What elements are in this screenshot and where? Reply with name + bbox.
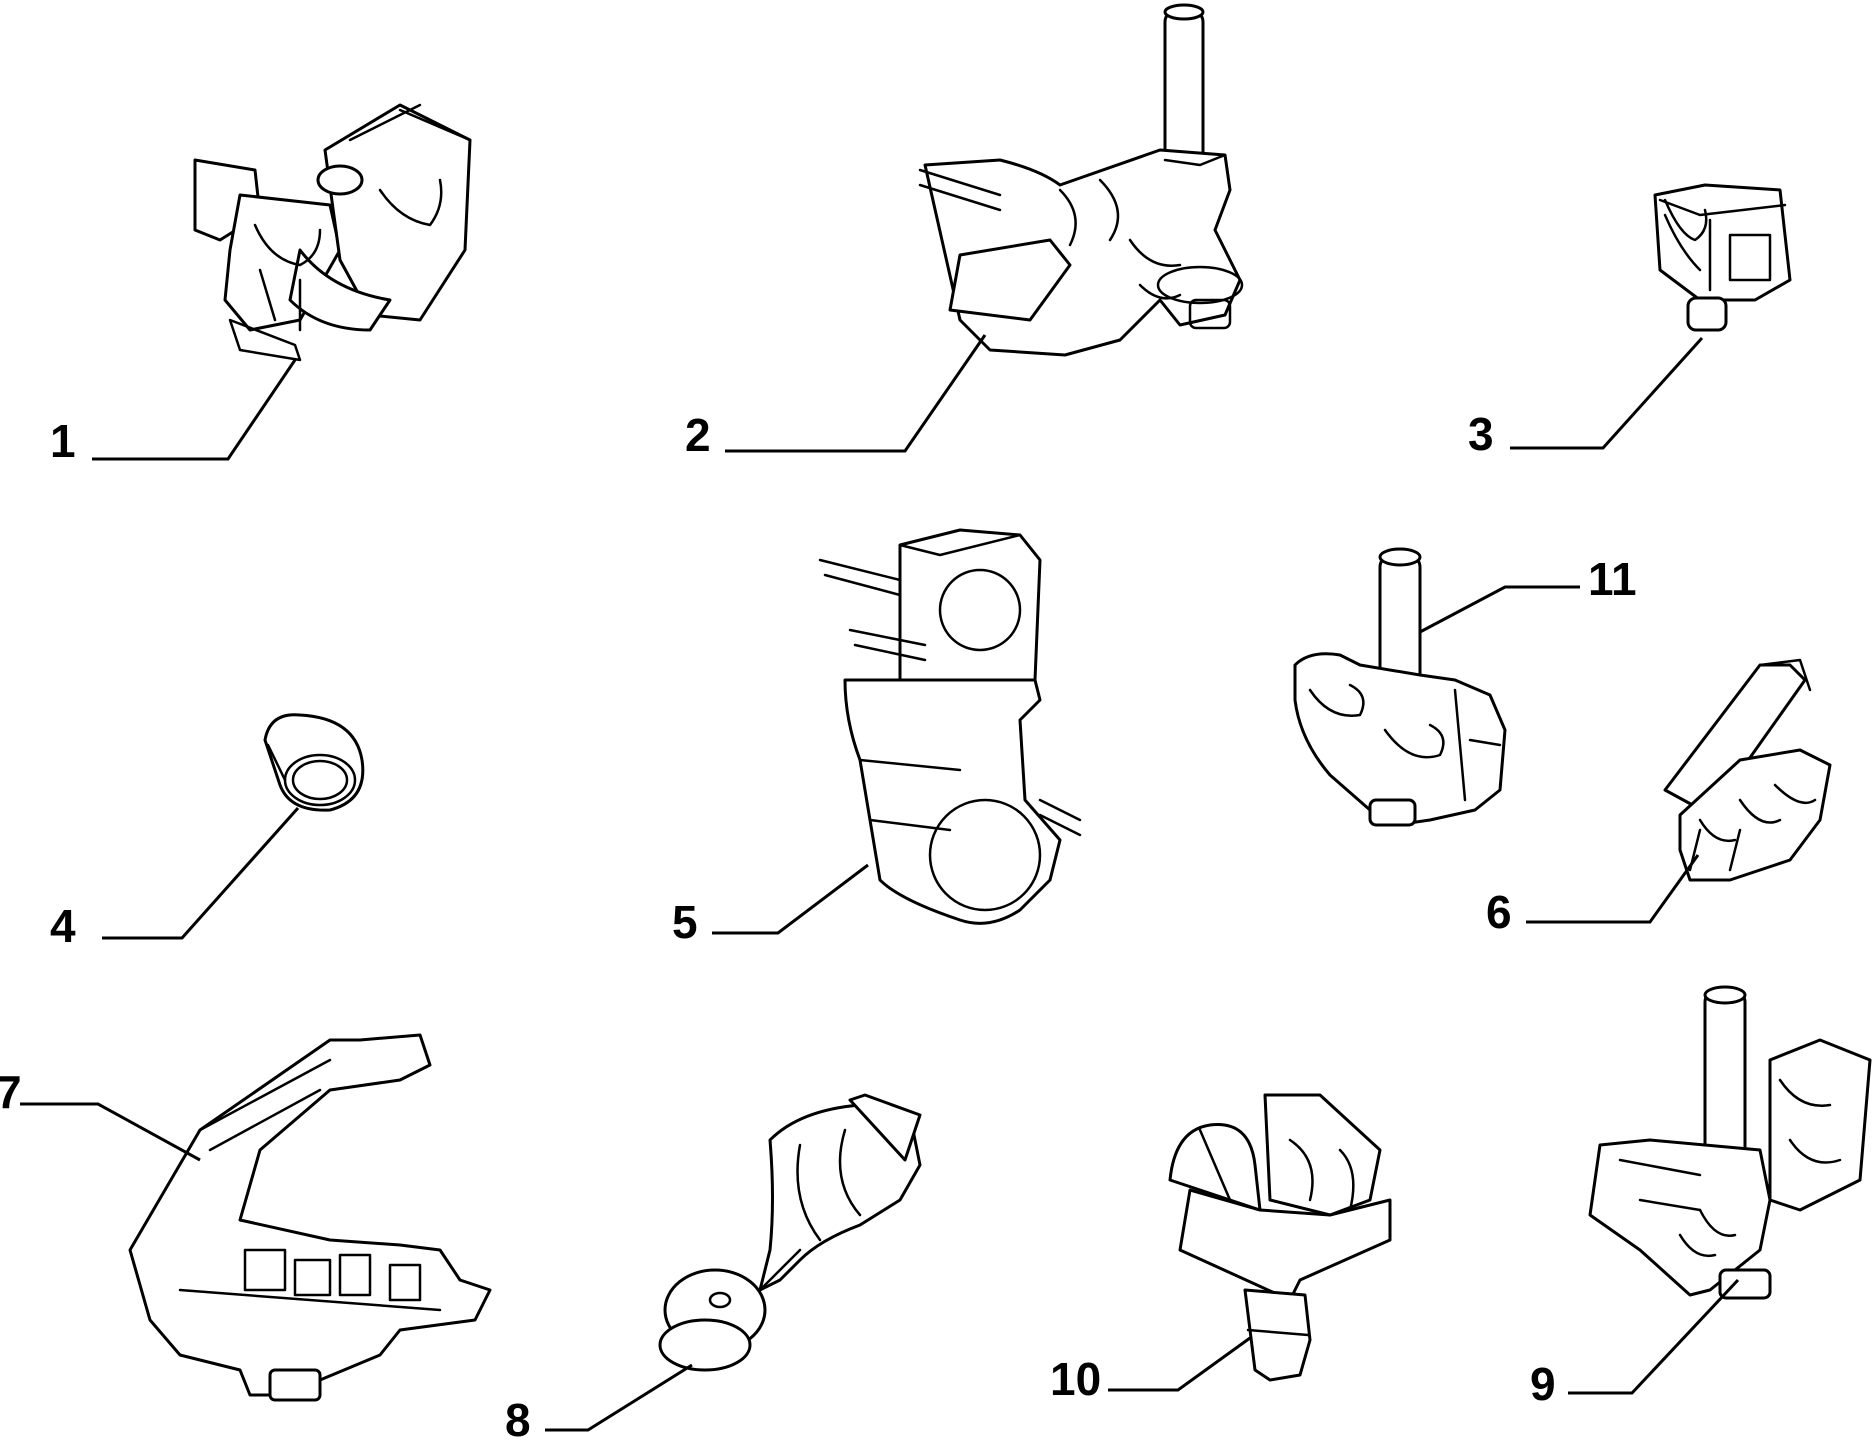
leader-3: [1510, 336, 1704, 450]
leader-4: [102, 807, 300, 940]
callout-4: 4: [50, 900, 76, 952]
leader-9: [1568, 1278, 1740, 1395]
callout-9: 9: [1530, 1358, 1556, 1410]
part-6-rack-clip: [1663, 658, 1832, 882]
callout-7: 7: [0, 1066, 22, 1118]
part-3-clip: [1653, 183, 1792, 332]
part-8-clamp: [658, 1093, 922, 1372]
leader-6: [1526, 854, 1700, 924]
callout-6: 6: [1486, 886, 1512, 938]
callout-10: 10: [1050, 1353, 1101, 1405]
callout-2: 2: [685, 409, 711, 461]
part-2-pinned-clip: [918, 3, 1244, 357]
callout-1: 1: [50, 415, 76, 467]
part-4-plug: [263, 713, 365, 812]
leader-2: [725, 334, 987, 453]
leader-7: [20, 1102, 201, 1162]
leader-8: [545, 1363, 693, 1432]
callout-3: 3: [1468, 408, 1494, 460]
part-9-pinned-clip: [1588, 985, 1872, 1300]
part-7-bracket: [128, 1033, 492, 1402]
leader-11: [1419, 585, 1580, 634]
part-10-clip: [1168, 1093, 1392, 1382]
leader-5: [712, 863, 869, 935]
part-1-clip: [193, 103, 472, 362]
callout-11: 11: [1588, 553, 1637, 605]
leader-10: [1108, 1336, 1251, 1392]
part-11-pinned-clip: [1293, 547, 1507, 827]
leader-1: [92, 359, 297, 461]
callout-8: 8: [505, 1394, 531, 1440]
callout-5: 5: [672, 896, 698, 948]
part-5-clamp: [818, 528, 1082, 925]
